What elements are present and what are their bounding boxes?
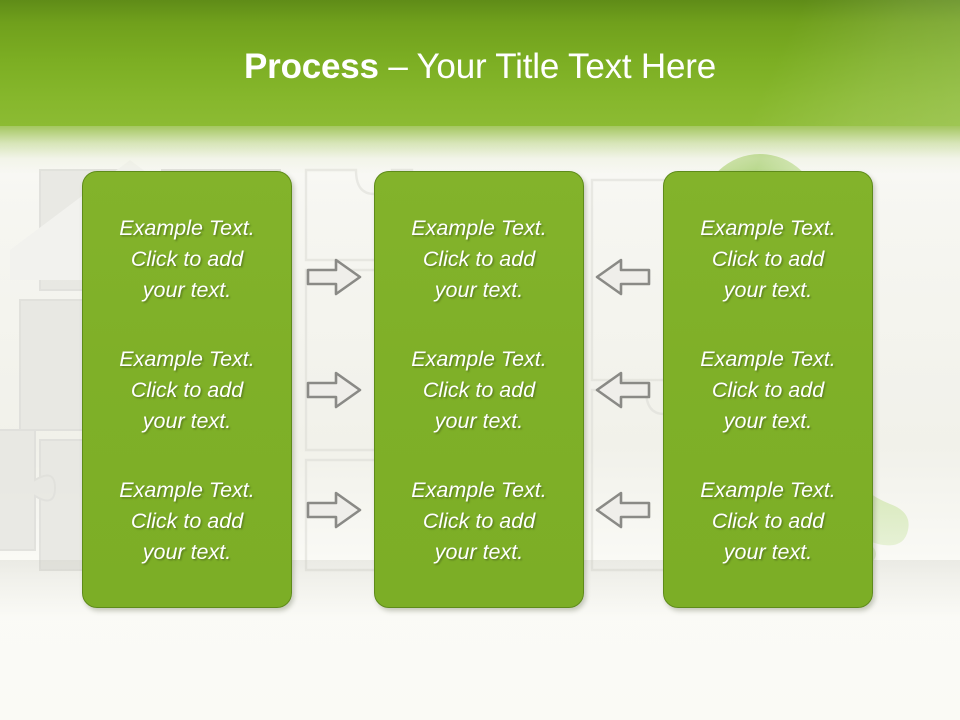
banner-fade (0, 126, 960, 174)
arrow-right-icon (306, 371, 362, 409)
text-cell[interactable]: Example Text. Click to add your text. (119, 346, 255, 434)
column-left[interactable]: Example Text. Click to add your text. Ex… (82, 171, 292, 608)
text-cell[interactable]: Example Text. Click to add your text. (411, 215, 547, 303)
text-cell[interactable]: Example Text. Click to add your text. (411, 477, 547, 565)
text-cell[interactable]: Example Text. Click to add your text. (700, 215, 836, 303)
text-cell[interactable]: Example Text. Click to add your text. (700, 346, 836, 434)
arrow-left-icon (595, 491, 651, 529)
column-middle[interactable]: Example Text. Click to add your text. Ex… (374, 171, 584, 608)
text-cell[interactable]: Example Text. Click to add your text. (119, 477, 255, 565)
arrow-right-icon (306, 258, 362, 296)
arrow-left-icon (595, 258, 651, 296)
page-title-strong: Process (244, 47, 379, 86)
text-cell[interactable]: Example Text. Click to add your text. (411, 346, 547, 434)
text-cell[interactable]: Example Text. Click to add your text. (119, 215, 255, 303)
arrow-left-icon (595, 371, 651, 409)
title-banner (0, 0, 960, 126)
page-title-rest: – Your Title Text Here (378, 47, 716, 86)
page-title: Process – Your Title Text Here (0, 47, 960, 87)
text-cell[interactable]: Example Text. Click to add your text. (700, 477, 836, 565)
arrow-right-icon (306, 491, 362, 529)
banner-sheen (660, 0, 960, 126)
column-right[interactable]: Example Text. Click to add your text. Ex… (663, 171, 873, 608)
